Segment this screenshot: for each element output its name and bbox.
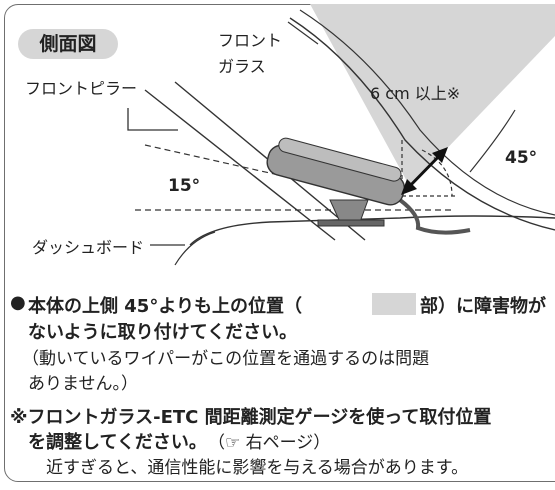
shaded-region-swatch xyxy=(372,293,416,315)
front-pillar-line-a xyxy=(144,89,336,241)
clearance-label: 6 cm 以上※ xyxy=(370,84,461,103)
device-base-plate xyxy=(317,219,385,227)
angle-15-dashed-line xyxy=(144,144,391,201)
clearance-arrowhead-top xyxy=(432,147,448,163)
note-line1a: 本体の上側 45°よりも上の位置（ xyxy=(28,296,302,317)
windshield-inner-outline xyxy=(299,9,555,216)
asterisk-note-line2b: （☞ 右ページ） xyxy=(208,433,331,453)
asterisk-note-line3: 近すぎると、通信性能に影響を与える場合があります。 xyxy=(46,458,469,478)
angle-45-dashed-arc xyxy=(421,149,453,197)
dashboard-outline xyxy=(189,215,555,246)
angle-45-arc xyxy=(469,109,516,173)
bullet-mark: ● xyxy=(10,292,26,313)
note-line1b: 部）に障害物が xyxy=(420,296,546,317)
clearance-shaded-region xyxy=(310,4,555,187)
windshield-outline xyxy=(289,17,555,231)
angle-45-label: 45° xyxy=(505,148,538,168)
dashboard-lower xyxy=(174,231,216,266)
asterisk-note-line1: ※フロントガラス-ETC 間距離測定ゲージを使って取付位置 xyxy=(10,407,492,428)
front-glass-label-line2: ガラス xyxy=(218,57,266,76)
cable xyxy=(398,198,471,235)
note-line3: （動いているワイパーがこの位置を通過するのは問題 xyxy=(22,349,430,369)
front-glass-label-line1: フロント xyxy=(218,31,283,50)
figure-panel xyxy=(4,4,555,482)
front-pillar-label: フロントピラー xyxy=(25,79,138,98)
front-glass-leader xyxy=(287,21,319,45)
note-line2: ないように取り付けてください。 xyxy=(28,322,298,343)
dashboard-label: ダッシュボード xyxy=(32,238,145,257)
side-view-badge: 側面図 xyxy=(18,29,118,59)
clearance-arrowhead-bottom xyxy=(401,179,417,195)
note-line4: ありません。） xyxy=(28,374,138,394)
asterisk-note-line2a: を調整してください。 xyxy=(28,432,207,453)
etc-device xyxy=(266,137,406,206)
angle-15-label: 15° xyxy=(168,176,201,196)
front-pillar-leader xyxy=(127,108,178,131)
